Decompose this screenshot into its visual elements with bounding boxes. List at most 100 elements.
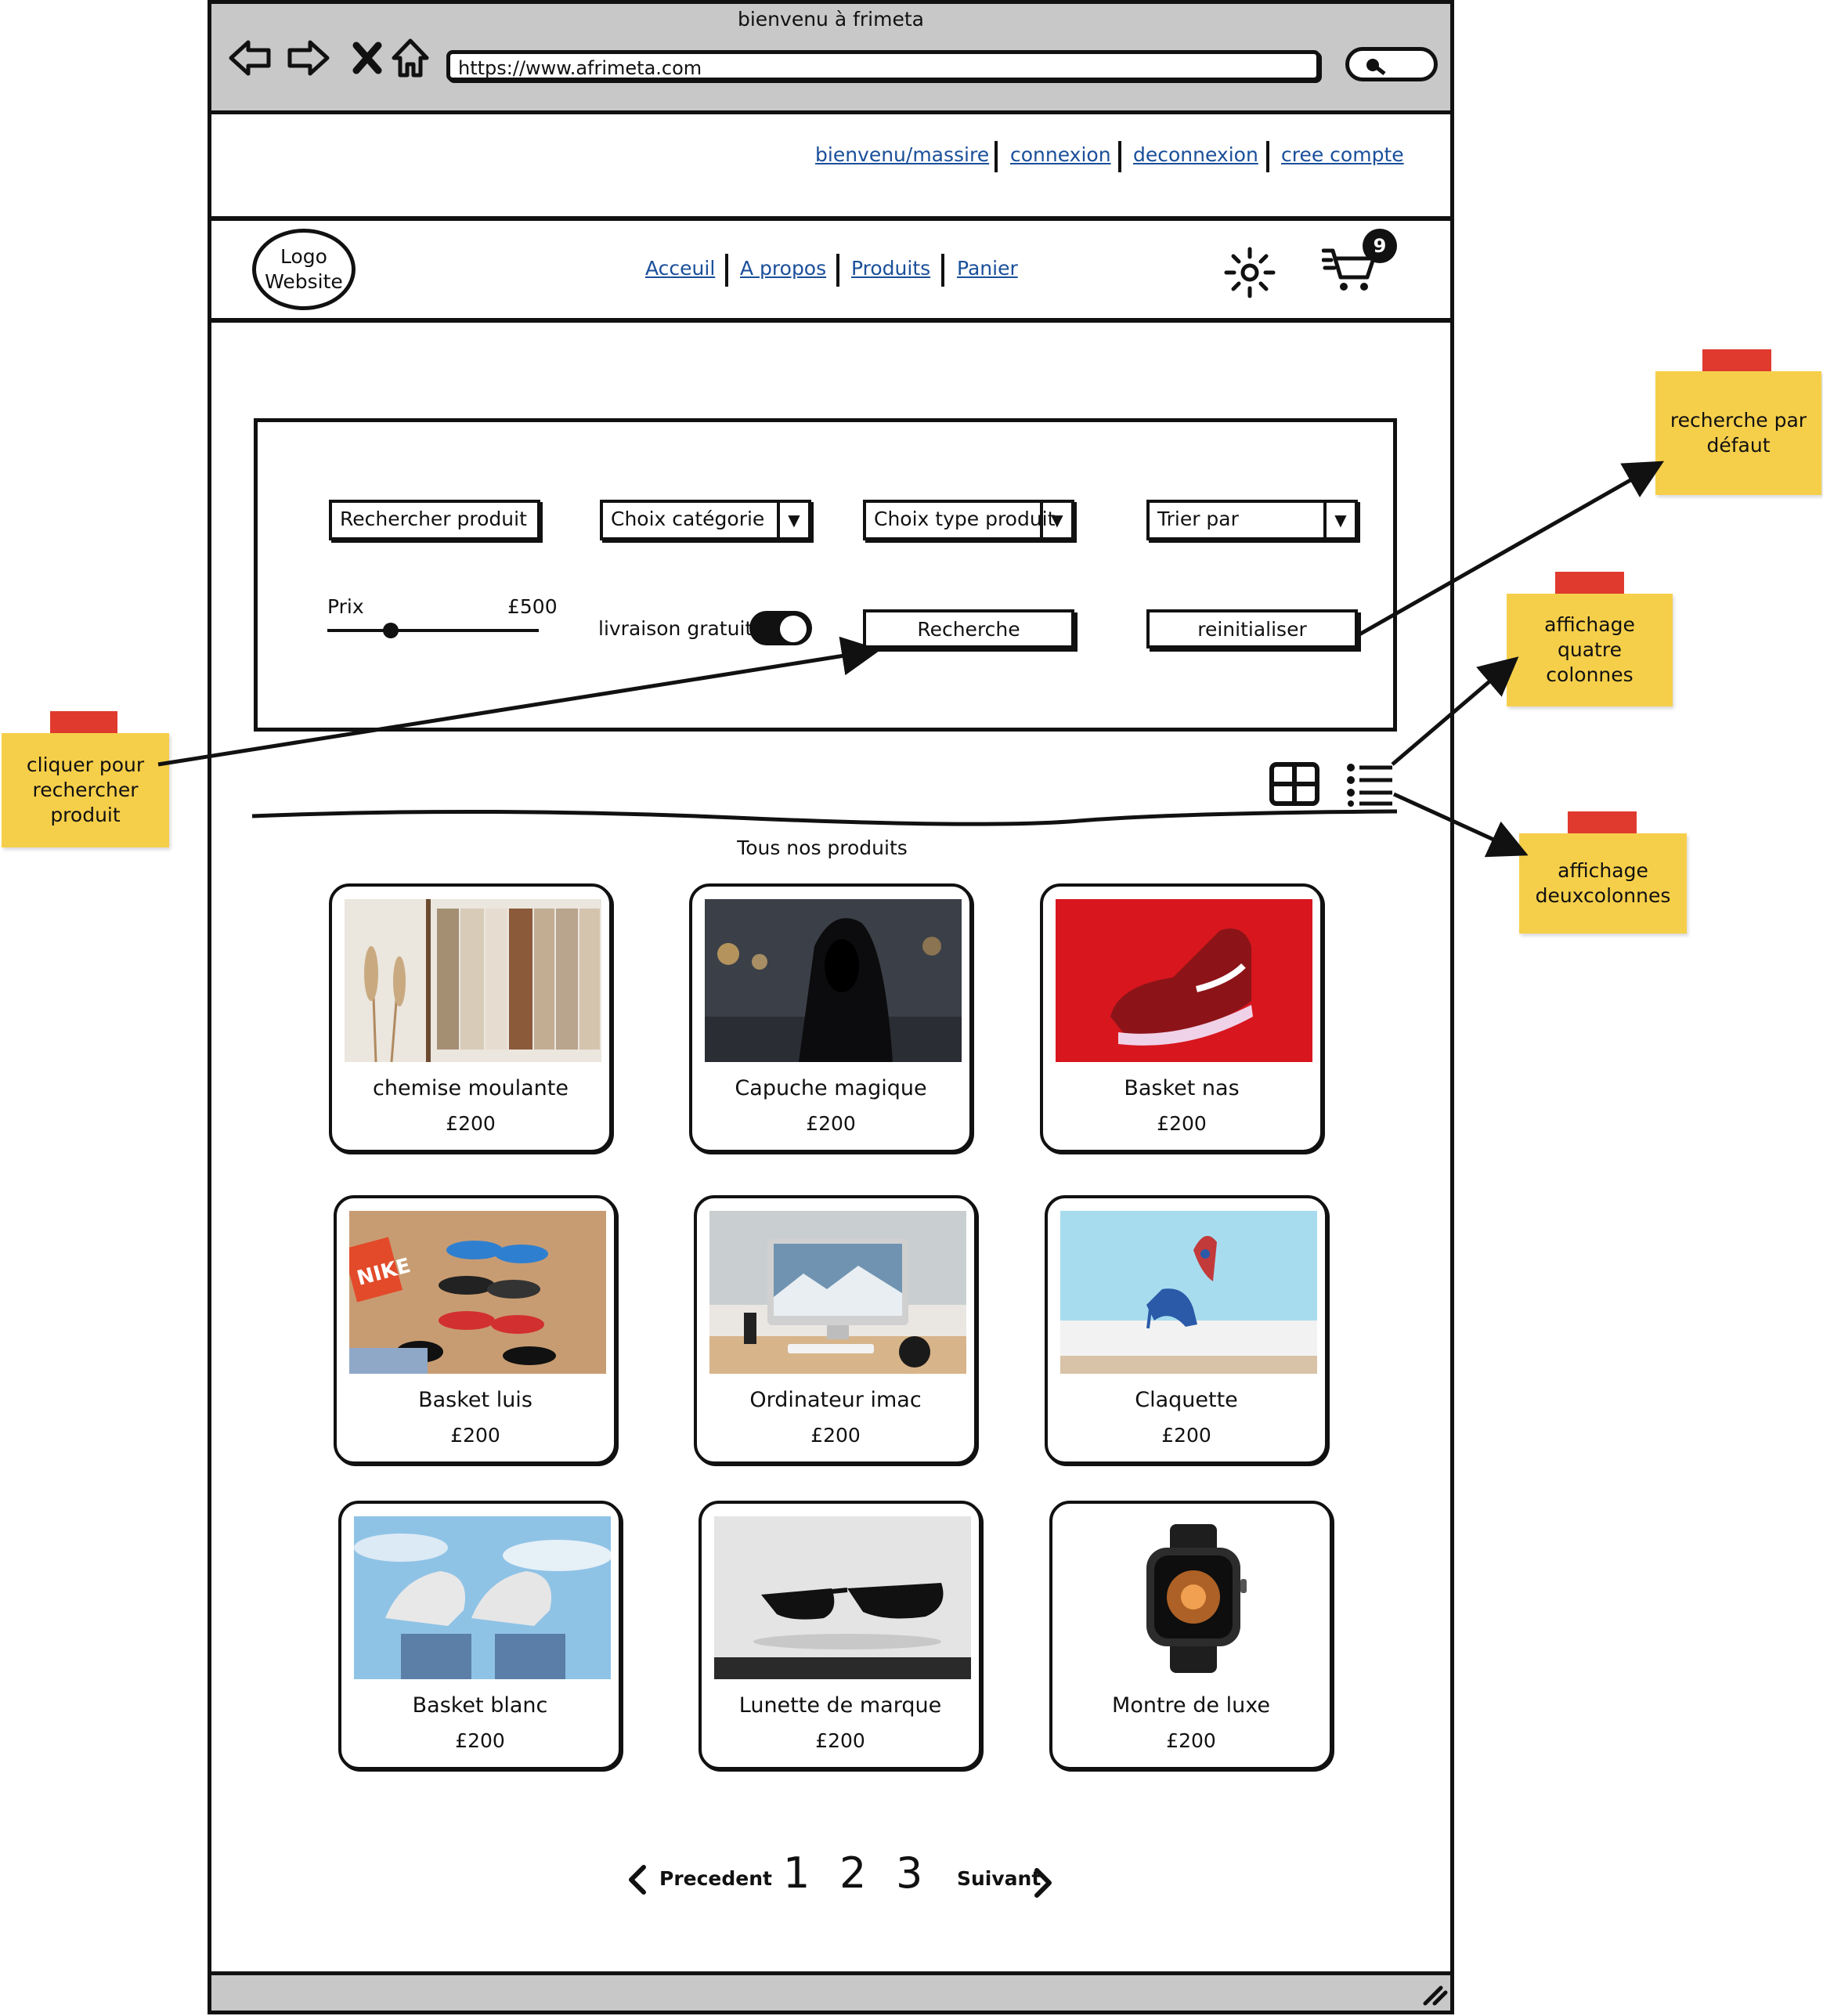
price-slider-handle[interactable] [383,623,399,638]
product-card[interactable]: Capuche magique £200 [689,883,973,1153]
product-card[interactable]: Ordinateur imac £200 [694,1195,977,1465]
chevron-right-icon[interactable] [1032,1867,1054,1899]
product-card[interactable]: Claquette £200 [1045,1195,1328,1465]
product-card[interactable]: Basket nas £200 [1040,883,1323,1153]
link-bienvenu[interactable]: bienvenu/massire [815,143,990,166]
product-card[interactable]: chemise moulante £200 [329,883,612,1153]
forward-arrow-icon[interactable] [286,34,331,81]
product-image [1065,1516,1322,1679]
close-icon[interactable] [345,34,390,81]
product-name: Basket blanc [412,1693,548,1718]
sticky-note: affichage deuxcolonnes [1519,833,1687,934]
pagination-prev[interactable]: Precedent [659,1867,772,1890]
section-title: Tous nos produits [737,836,908,859]
product-price: £200 [455,1729,505,1752]
product-image [1060,1211,1317,1374]
product-name: Ordinateur imac [749,1388,922,1412]
pagination-next[interactable]: Suivant [957,1867,1041,1890]
product-image [714,1516,971,1679]
wavy-divider [251,809,1398,826]
search-button[interactable]: Recherche [863,609,1074,649]
separator [1118,141,1121,172]
resize-grip-icon[interactable] [1420,1983,1449,2007]
chevron-left-icon[interactable] [626,1864,648,1895]
link-cree-compte[interactable]: cree compte [1281,143,1404,166]
product-image [709,1211,966,1374]
separator [1266,141,1269,172]
price-label: Prix [327,595,364,618]
window-title: bienvenu à frimeta [737,8,924,31]
product-type-select-label: Choix type produit [874,508,1056,530]
product-card[interactable]: Basket blanc £200 [338,1501,622,1770]
separator [941,254,944,287]
product-price: £200 [815,1729,865,1752]
product-card[interactable]: Montre de luxe £200 [1049,1501,1333,1770]
back-arrow-icon[interactable] [227,34,273,81]
product-card[interactable]: NIKE Basket luis £200 [334,1195,617,1465]
product-image [705,899,962,1062]
sticky-note: affichage quatre colonnes [1507,594,1673,706]
product-image: NIKE [349,1211,606,1374]
price-slider[interactable] [327,629,539,632]
nav-produits[interactable]: Produits [851,257,931,280]
price-max-label: £500 [507,595,558,618]
product-card[interactable]: Lunette de marque £200 [699,1501,982,1770]
sticky-note: cliquer pour rechercher produit [2,733,169,847]
page-3[interactable]: 3 [896,1848,923,1898]
divider [208,318,1454,323]
sort-select-label: Trier par [1157,508,1239,530]
status-bar [208,1971,1454,2014]
separator [995,141,998,172]
product-name: Claquette [1135,1388,1238,1412]
logo-text: Website [265,270,343,293]
page-1[interactable]: 1 [783,1848,810,1898]
product-image [354,1516,611,1679]
product-name: Basket luis [418,1388,532,1412]
search-product-input[interactable]: Rechercher produit [329,500,540,540]
product-price: £200 [1161,1424,1211,1447]
free-delivery-label: livraison gratuite [598,617,765,640]
product-type-select[interactable]: Choix type produit ▼ [863,500,1074,540]
sticky-note: recherche par défaut [1655,371,1821,495]
nav-panier[interactable]: Panier [957,257,1018,280]
home-icon[interactable] [388,34,433,81]
product-price: £200 [1166,1729,1216,1752]
sun-icon[interactable] [1223,246,1276,299]
list-view-icon[interactable] [1345,761,1395,807]
product-price: £200 [810,1424,861,1447]
page-2[interactable]: 2 [839,1848,867,1898]
separator [836,254,839,287]
sort-select[interactable]: Trier par ▼ [1146,500,1358,540]
category-select-label: Choix catégorie [611,508,765,530]
reset-button[interactable]: reinitialiser [1146,609,1358,649]
product-price: £200 [806,1112,856,1135]
category-select[interactable]: Choix catégorie ▼ [600,500,811,540]
product-name: Basket nas [1124,1076,1240,1100]
cart-count-badge: 9 [1363,229,1397,263]
product-name: chemise moulante [373,1076,569,1100]
url-bar[interactable]: https://www.afrimeta.com [446,50,1320,81]
product-image [345,899,601,1062]
chevron-down-icon: ▼ [1323,503,1355,537]
product-name: Lunette de marque [738,1693,942,1718]
chevron-down-icon: ▼ [1040,503,1071,537]
filter-panel [254,418,1397,732]
link-deconnexion[interactable]: deconnexion [1133,143,1258,166]
product-price: £200 [450,1424,500,1447]
nav-a-propos[interactable]: A propos [740,257,827,280]
browser-search-button[interactable] [1345,47,1438,81]
product-name: Montre de luxe [1112,1693,1270,1718]
nav-acceuil[interactable]: Acceuil [645,257,716,280]
magnifier-icon [1366,59,1386,75]
toggle-knob [780,616,807,642]
separator [725,254,728,287]
chevron-down-icon: ▼ [777,503,808,537]
link-connexion[interactable]: connexion [1010,143,1111,166]
logo-text: Logo [280,245,327,268]
grid-view-icon[interactable] [1269,761,1320,807]
product-image [1056,899,1312,1062]
product-price: £200 [1157,1112,1207,1135]
product-price: £200 [446,1112,496,1135]
divider [208,216,1454,221]
